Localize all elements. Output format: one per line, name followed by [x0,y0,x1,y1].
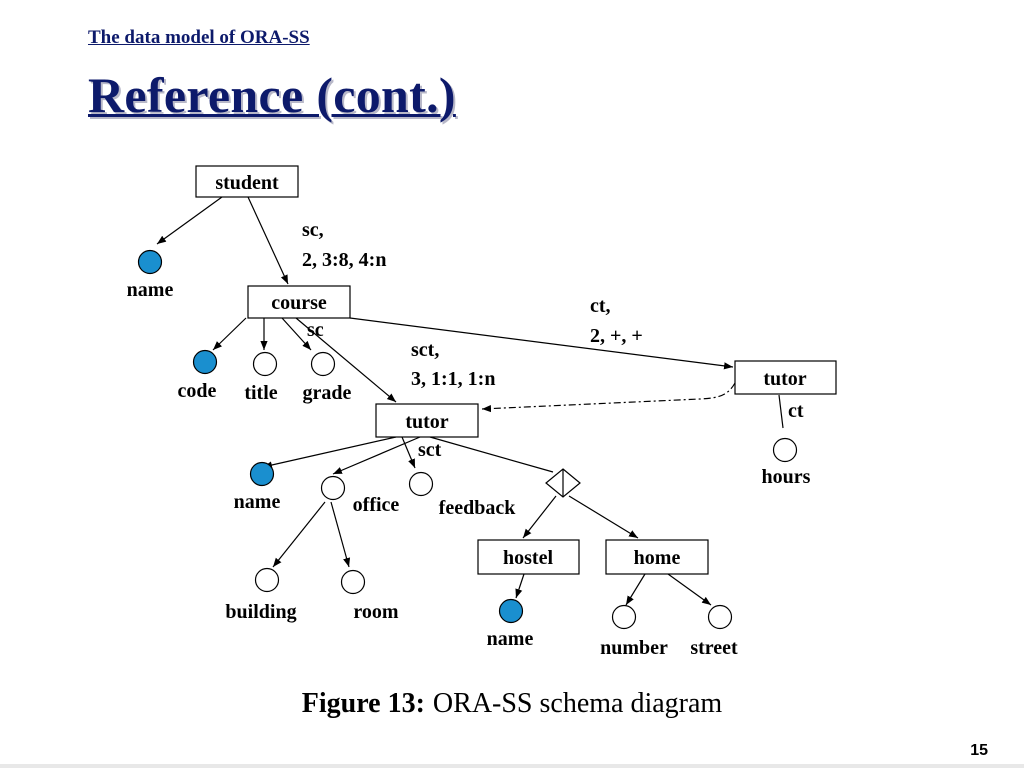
attr-student-name-label: name [127,279,174,301]
object-hostel-label: hostel [503,547,553,569]
attr-feedback-circle [408,471,434,497]
attr-feedback-label: feedback [439,497,517,519]
edge-course-grade [281,317,312,351]
rel-ct-attr-label: ct [788,400,804,422]
object-tutor-ref: tutor [375,403,479,438]
object-course-label: course [271,292,327,314]
object-tutor-top-label: tutor [763,368,806,390]
attr-building-label: building [225,601,296,623]
object-hostel: hostel [477,539,580,575]
rel-ct-cardinality-label: 2, +, + [590,325,643,347]
edge-reference-dashed [481,382,736,413]
figure-caption: Figure 13: ORA-SS schema diagram [302,688,723,719]
object-student-label: student [215,172,279,194]
attr-tutor-name-label: name [234,491,281,513]
figure-caption-prefix: Figure 13: [302,688,425,719]
attr-student-name-circle [137,249,163,275]
attr-building-circle [254,567,280,593]
attr-number-label: number [600,637,668,659]
object-student: student [195,165,299,198]
attr-title-circle [252,351,278,377]
attr-room-circle [340,569,366,595]
object-course: course [247,285,351,319]
edge-course-tutor [295,317,397,403]
attr-grade-circle [310,351,336,377]
slide-title: Reference (cont.) [88,67,456,123]
attr-office-label: office [353,494,400,516]
rel-ct-name-label: ct, [590,295,611,317]
edge-tutor-hours [778,394,784,429]
edge-disjunction-hostel [522,495,557,539]
edge-disjunction-home [568,495,639,539]
attr-hours-label: hours [762,466,811,488]
edge-tutor-office [332,436,421,475]
object-tutor-top: tutor [734,360,837,395]
rel-sc-name-label: sc, [302,219,324,241]
edge-course-tutor-top [349,317,734,370]
attr-hostel-name-circle [498,598,524,624]
edge-student-name [156,196,223,245]
rel-sc-attr-label: sc [307,319,324,341]
edge-tutor-disjunction [429,436,554,473]
slide-bottom-bar [0,764,1024,768]
edge-student-course [247,196,289,285]
object-home-label: home [634,547,681,569]
edge-course-code [212,317,247,351]
attr-tutor-name-circle [249,461,275,487]
attr-room-label: room [353,601,399,623]
rel-sct-cardinality-label: 3, 1:1, 1:n [411,368,495,390]
attr-number-circle [611,604,637,630]
slide-header: The data model of ORA-SS [88,27,310,48]
attr-hours-circle [772,437,798,463]
edge-tutor-feedback [401,436,416,469]
attr-code-label: code [178,380,217,402]
attr-office-circle [320,475,346,501]
attr-grade-label: grade [303,382,352,404]
attr-title-label: title [244,382,277,404]
edge-hostel-name [515,573,525,599]
edge-office-room [330,501,351,568]
rel-sc-cardinality-label: 2, 3:8, 4:n [302,249,386,271]
object-home: home [605,539,709,575]
diagram-edges [156,196,784,606]
attr-street-label: street [690,637,738,659]
disjunction-diamond [545,468,581,498]
page-number: 15 [970,742,988,759]
edge-tutor-name [262,436,397,469]
rel-sct-attr-label: sct [418,439,442,461]
rel-sct-name-label: sct, [411,339,439,361]
attr-street-circle [707,604,733,630]
figure-caption-text: ORA-SS schema diagram [433,688,723,719]
edge-home-street [667,573,712,606]
attr-code-circle [192,349,218,375]
edge-office-building [272,501,326,568]
edge-home-number [625,573,646,606]
attr-hostel-name-label: name [487,628,534,650]
object-tutor-ref-label: tutor [405,411,448,433]
